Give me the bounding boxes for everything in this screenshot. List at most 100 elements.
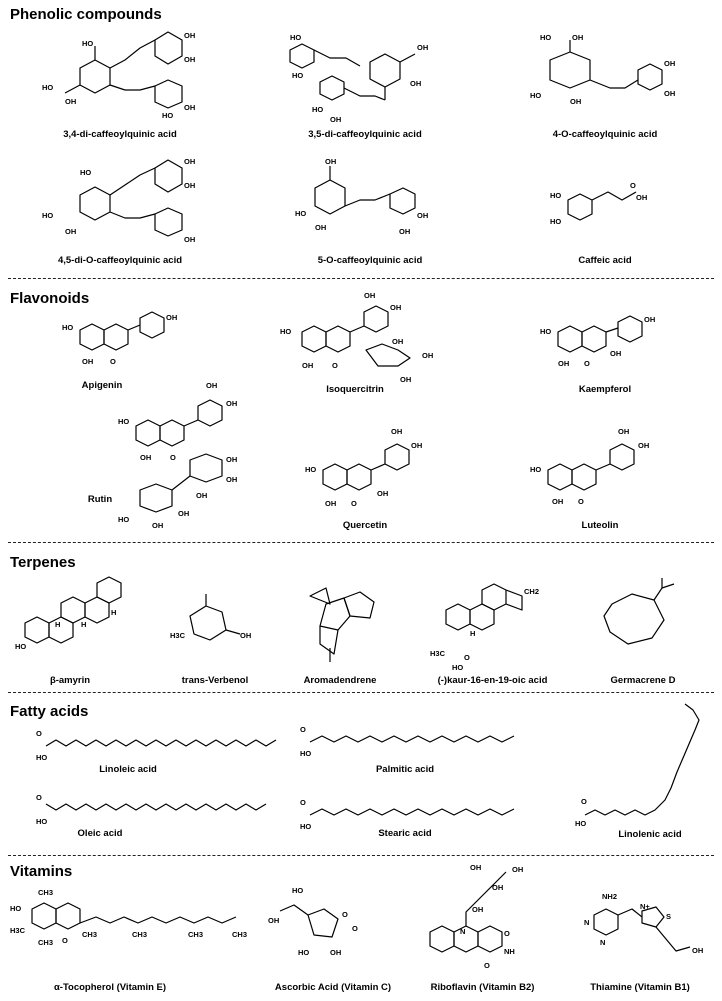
structure-34-dicaffeoylquinic: HO OH HO OH OH OH HO xyxy=(42,31,195,120)
compound-label: Palmitic acid xyxy=(375,764,435,775)
atom-oh-label: OH xyxy=(268,916,279,925)
atom-o-label: O xyxy=(630,181,636,190)
atom-oh-label: OH xyxy=(570,97,581,106)
atom-ho-label: HO xyxy=(10,904,21,913)
atom-oh-label: OH xyxy=(636,193,647,202)
structure-apigenin: HO OH OH O xyxy=(62,311,177,366)
atom-oh-label: OH xyxy=(390,303,401,312)
structure-kaurenoic-acid: CH2 H H3C O HO xyxy=(430,583,539,672)
atom-oh-label: OH xyxy=(325,157,336,166)
section-divider xyxy=(8,278,714,279)
atom-oh-label: OH xyxy=(558,359,569,368)
atom-ho-label: HO xyxy=(80,168,91,177)
atom-o-label: O xyxy=(581,797,587,806)
atom-nh2-label: NH2 xyxy=(602,892,617,901)
atom-ch3-label: CH3 xyxy=(38,888,53,897)
atom-o-label: O xyxy=(300,798,306,807)
structure-aromadendrene xyxy=(309,587,375,662)
atom-oh-label: OH xyxy=(152,521,163,530)
atom-oh-label: OH xyxy=(391,427,402,436)
atom-o-label: O xyxy=(351,499,357,508)
compound-label: Linoleic acid xyxy=(99,764,157,775)
atom-ho-label: HO xyxy=(298,948,309,957)
structure-linoleic-acid: O HO xyxy=(36,729,277,762)
atom-s-label: S xyxy=(666,912,671,921)
atom-oh-label: OH xyxy=(664,59,675,68)
compound-label: β-amyrin xyxy=(49,675,91,686)
compound-label: Caffeic acid xyxy=(578,255,632,266)
atom-h3c-label: H3C xyxy=(10,926,26,935)
atom-oh-label: OH xyxy=(618,427,629,436)
compound-label: Isoquercitrin xyxy=(326,384,384,395)
atom-ho-label: HO xyxy=(575,819,586,828)
compound-label: Apigenin xyxy=(81,380,123,391)
atom-nh-label: NH xyxy=(504,947,515,956)
atom-oh-label: OH xyxy=(226,455,237,464)
atom-n-label: N xyxy=(600,938,605,947)
atom-oh-label: OH xyxy=(166,313,177,322)
atom-oh-label: OH xyxy=(315,223,326,232)
atom-oh-label: OH xyxy=(392,337,403,346)
atom-oh-label: OH xyxy=(470,863,481,872)
section-divider xyxy=(8,542,714,543)
compound-label: 4,5-di-O-caffeoylquinic acid xyxy=(57,255,183,266)
structure-4-caffeoylquinic: HO OH HO OH OH OH xyxy=(530,33,675,106)
atom-oh-label: OH xyxy=(184,55,195,64)
structure-oleic-acid: O HO xyxy=(36,793,267,826)
compound-label: Linolenic acid xyxy=(618,829,682,840)
atom-oh-label: OH xyxy=(399,227,410,236)
atom-h-label: H xyxy=(470,629,475,638)
compound-label: Quercetin xyxy=(342,520,388,531)
structure-35-dicaffeoylquinic: HO HO OH OH HO OH xyxy=(289,33,428,124)
section-title-fatty-acids: Fatty acids xyxy=(10,703,89,720)
compound-label: Stearic acid xyxy=(378,828,432,839)
atom-h3c-label: H3C xyxy=(430,649,446,658)
atom-o-label: O xyxy=(464,653,470,662)
atom-o-label: O xyxy=(170,453,176,462)
atom-ho-label: HO xyxy=(290,33,301,42)
atom-oh-label: OH xyxy=(226,475,237,484)
atom-ho-label: HO xyxy=(530,91,541,100)
atom-ho-label: HO xyxy=(118,515,129,524)
atom-ho-label: HO xyxy=(300,822,311,831)
atom-o-label: O xyxy=(110,357,116,366)
atom-oh-label: OH xyxy=(410,79,421,88)
structure-riboflavin: OH OH OH OH N O NH O xyxy=(429,863,523,970)
atom-ho-label: HO xyxy=(36,753,47,762)
atom-ho-label: HO xyxy=(452,663,463,672)
atom-ho-label: HO xyxy=(540,33,551,42)
atom-oh-label: OH xyxy=(377,489,388,498)
atom-ho-label: HO xyxy=(292,71,303,80)
atom-ho-label: HO xyxy=(540,327,551,336)
atom-oh-label: OH xyxy=(417,211,428,220)
atom-oh-label: OH xyxy=(65,97,76,106)
atom-oh-label: OH xyxy=(664,89,675,98)
atom-ho-label: HO xyxy=(312,105,323,114)
atom-ho-label: HO xyxy=(300,749,311,758)
atom-oh-label: OH xyxy=(472,905,483,914)
atom-ho-label: HO xyxy=(118,417,129,426)
compound-label: Aromadendrene xyxy=(303,675,377,686)
atom-oh-label: OH xyxy=(325,499,336,508)
atom-ho-label: HO xyxy=(36,817,47,826)
atom-ho-label: HO xyxy=(82,39,93,48)
atom-oh-label: OH xyxy=(638,441,649,450)
structure-thiamine: NH2 N N N+ S OH xyxy=(584,892,703,955)
compound-label: Kaempferol xyxy=(578,384,632,395)
compound-label: 3,5-di-caffeoylquinic acid xyxy=(308,129,422,140)
atom-oh-label: OH xyxy=(184,181,195,190)
structure-rutin: OH OH HO OH O OH OH OH OH OH HO xyxy=(118,381,237,530)
atom-ch2-label: CH2 xyxy=(524,587,539,596)
atom-oh-label: OH xyxy=(400,375,411,384)
atom-oh-label: OH xyxy=(140,453,151,462)
section-divider xyxy=(8,692,714,693)
atom-h-label: H xyxy=(81,620,86,629)
structure-trans-verbenol: H3C OH xyxy=(170,594,251,641)
section-title-flavonoids: Flavonoids xyxy=(10,290,90,307)
atom-o-label: O xyxy=(584,359,590,368)
atom-o-label: O xyxy=(62,936,68,945)
atom-oh-label: OH xyxy=(552,497,563,506)
atom-o-label: O xyxy=(504,929,510,938)
section-title-phenolic: Phenolic compounds xyxy=(10,6,162,23)
structure-45-dicaffeoylquinic: HO HO OH OH OH OH xyxy=(42,157,195,244)
